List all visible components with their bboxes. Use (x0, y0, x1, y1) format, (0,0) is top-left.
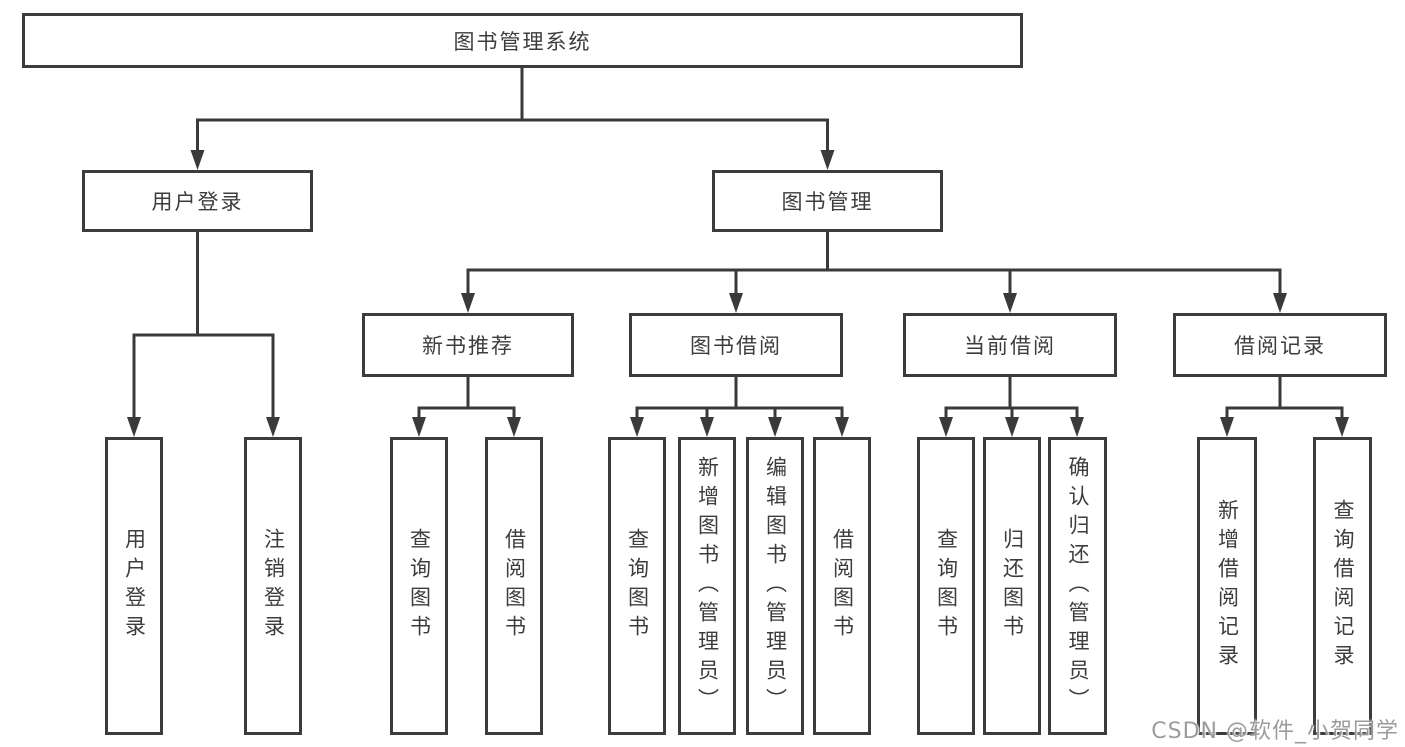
node-new-book-recommendation: 新书推荐 (362, 313, 574, 377)
csdn-watermark: CSDN @软件_小贺同学 (1151, 719, 1399, 744)
leaf-logout: 注销登录 (244, 437, 302, 735)
arrowheads (127, 150, 1349, 437)
node-current-borrowing: 当前借阅 (903, 313, 1117, 377)
leaf-borrow-books-borrowing: 借阅图书 (813, 437, 871, 735)
node-book-borrowing: 图书借阅 (629, 313, 843, 377)
leaf-return-book: 归还图书 (983, 437, 1041, 735)
leaf-borrow-books-recommend: 借阅图书 (485, 437, 543, 735)
leaf-query-borrow-record: 查询借阅记录 (1313, 437, 1372, 735)
leaf-confirm-return-admin: 确认归还（管理员） (1048, 437, 1107, 735)
node-user-login: 用户登录 (82, 170, 313, 232)
leaf-query-books-recommend: 查询图书 (390, 437, 448, 735)
leaf-query-books-borrowing: 查询图书 (608, 437, 666, 735)
node-book-management: 图书管理 (712, 170, 943, 232)
leaf-add-book-admin: 新增图书（管理员） (678, 437, 736, 735)
leaf-query-books-current: 查询图书 (917, 437, 975, 735)
leaf-add-borrow-record: 新增借阅记录 (1197, 437, 1257, 735)
leaf-edit-book-admin: 编辑图书（管理员） (746, 437, 804, 735)
node-borrowing-records: 借阅记录 (1173, 313, 1387, 377)
node-library-management-system: 图书管理系统 (22, 13, 1023, 68)
leaf-user-login: 用户登录 (105, 437, 163, 735)
